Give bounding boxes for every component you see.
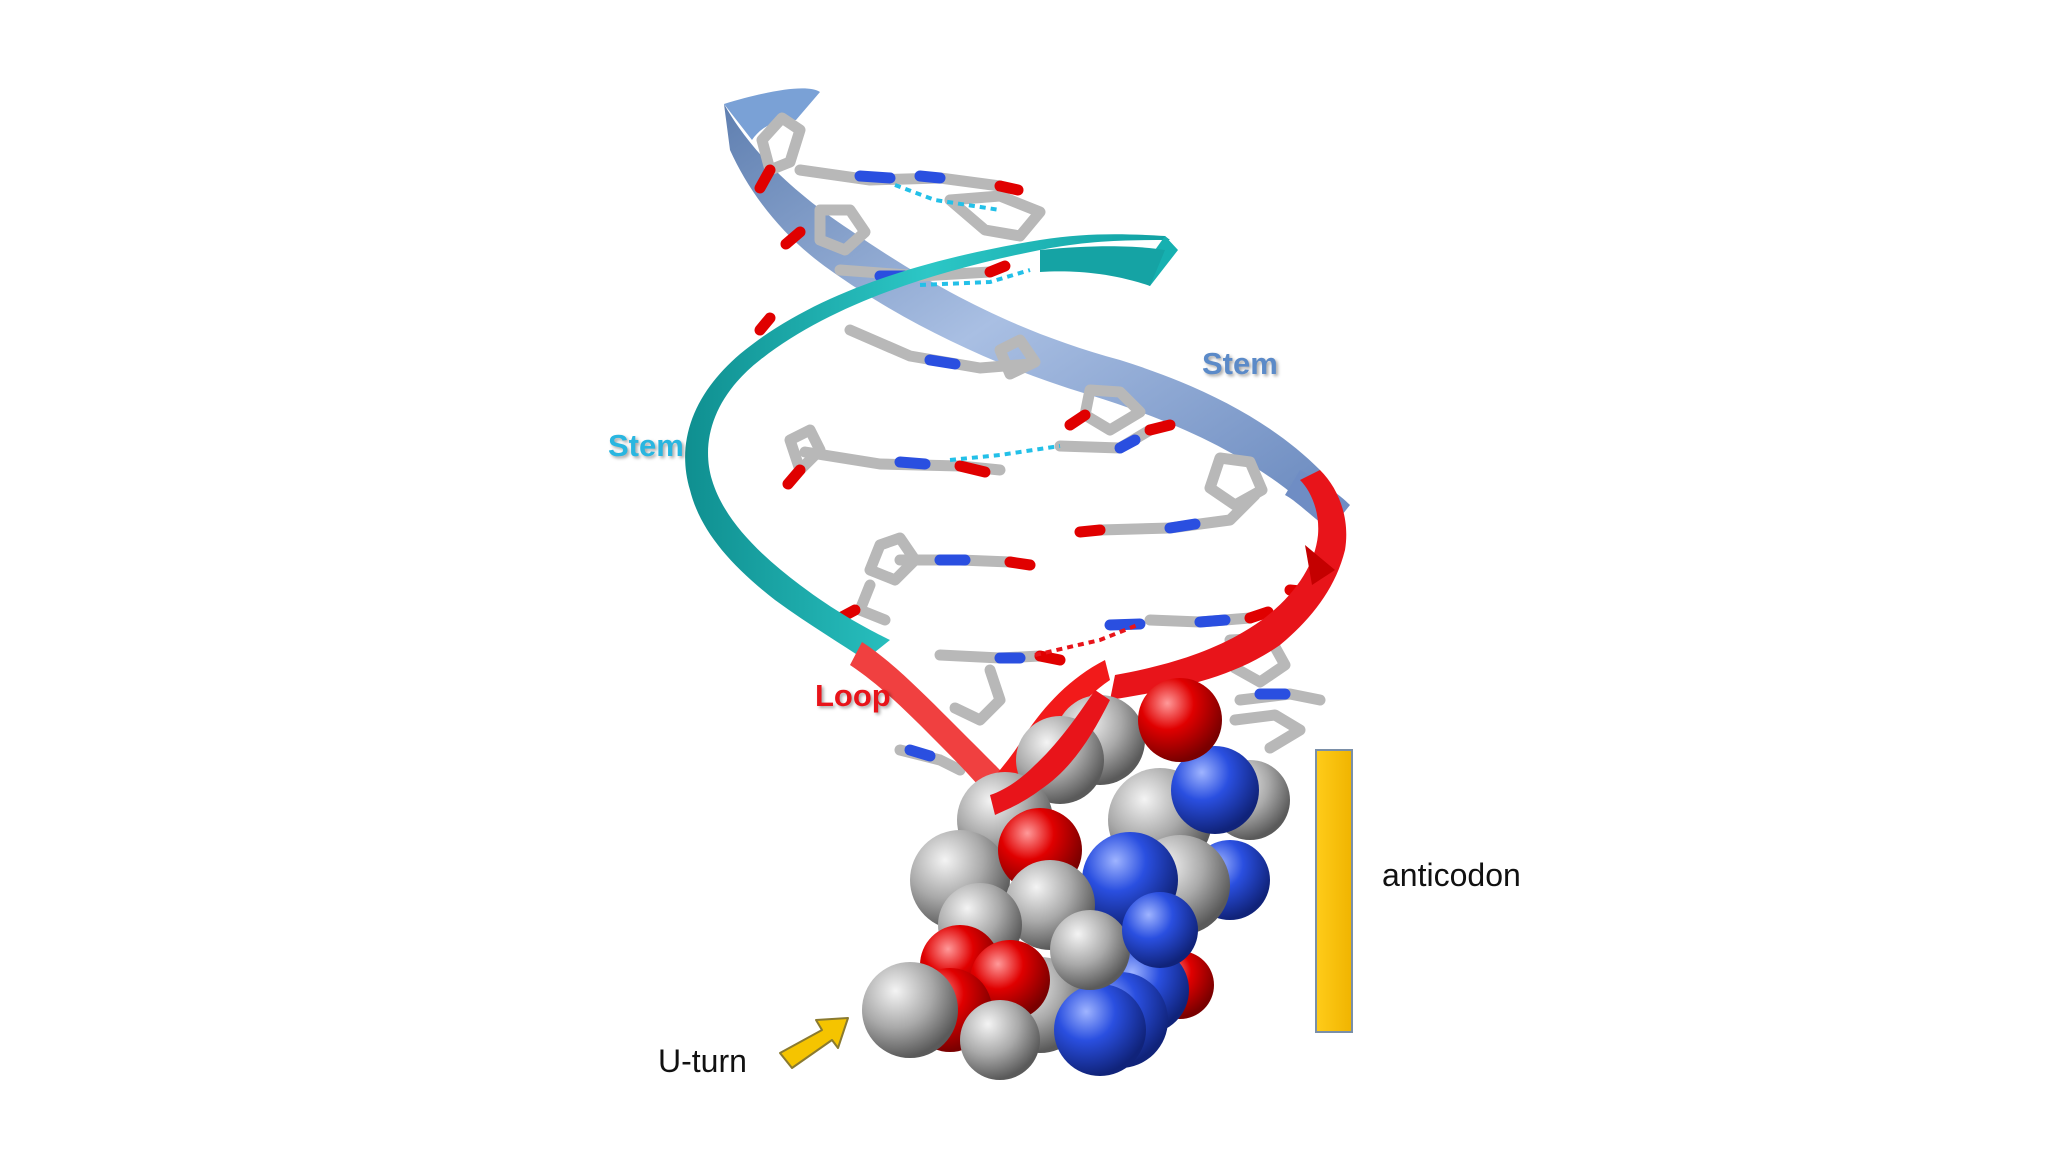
anticodon-label: anticodon — [1382, 857, 1521, 893]
red-strand-front — [990, 690, 1110, 815]
stem-label-left: Stem — [608, 428, 684, 463]
anticodon-bar — [1315, 749, 1353, 1033]
hydrogen-bonds — [894, 183, 1141, 657]
stem-label-right: Stem — [1202, 346, 1278, 381]
loop-label: Loop — [815, 678, 891, 713]
base-pair-sticks — [754, 112, 1326, 776]
anticodon-spheres — [862, 678, 1290, 1080]
teal-backbone-ribbon — [685, 234, 1178, 660]
uturn-label: U-turn — [658, 1043, 747, 1079]
arrow-right-up-icon — [779, 1017, 849, 1069]
